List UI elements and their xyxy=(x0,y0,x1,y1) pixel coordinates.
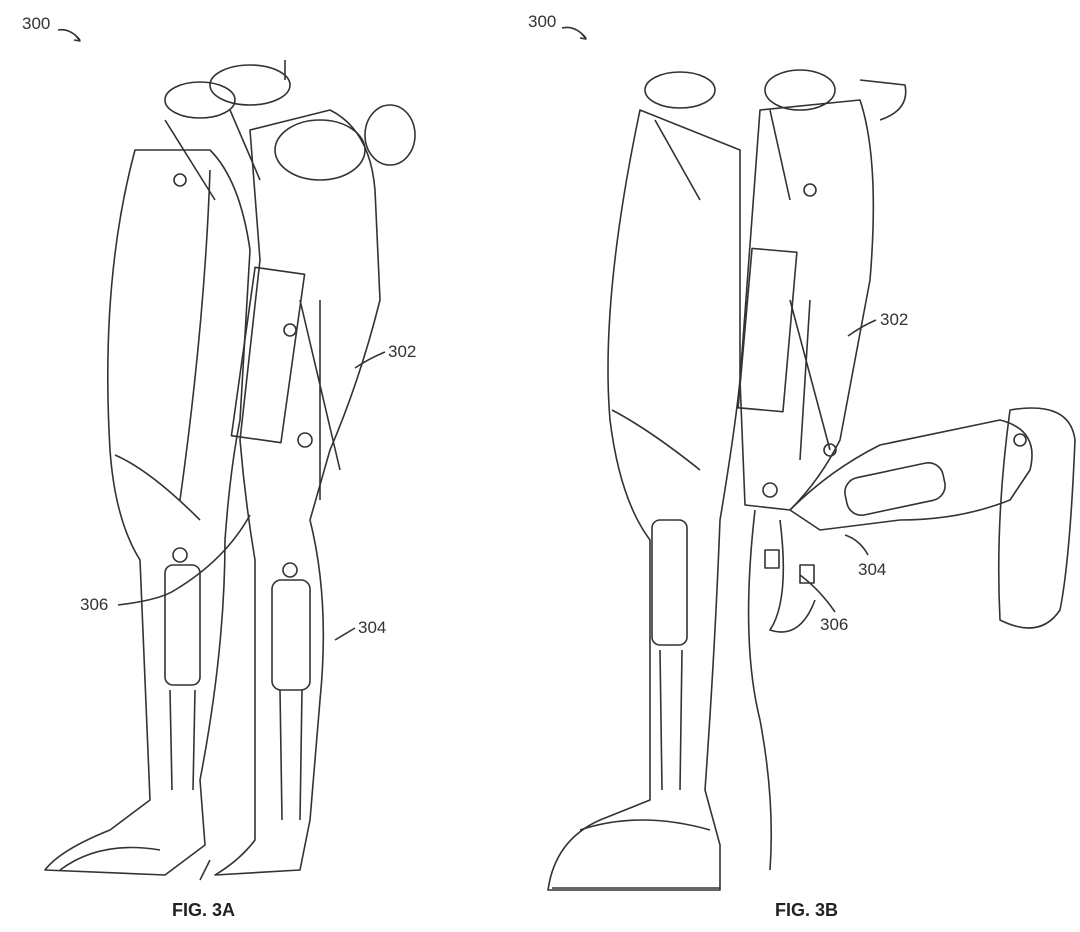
leader-302a xyxy=(354,351,386,369)
caption-fig-3a: FIG. 3A xyxy=(172,900,236,920)
cable-306b xyxy=(747,509,816,871)
rear-leg-outline xyxy=(44,149,251,876)
leader-304a xyxy=(334,627,356,641)
leader-306a xyxy=(117,514,251,606)
label-304-fig3a: 304 xyxy=(358,618,387,637)
leader-306b xyxy=(799,574,836,613)
label-306-fig3a: 306 xyxy=(80,595,109,614)
leader-304b xyxy=(844,534,869,556)
fig-3a-drawing xyxy=(44,28,416,881)
lifted-shank-outline xyxy=(789,419,1033,531)
reference-arrow-300a xyxy=(57,28,81,41)
label-304-fig3b: 304 xyxy=(858,560,887,579)
label-302-fig3b: 302 xyxy=(880,310,909,329)
caption-fig-3b: FIG. 3B xyxy=(775,900,839,920)
lifted-thigh-outline xyxy=(739,99,875,511)
front-leg-outline xyxy=(214,109,381,876)
fig-3b-drawing xyxy=(547,26,1076,891)
label-300-fig3b: 300 xyxy=(528,12,557,31)
reference-arrow-300b xyxy=(561,26,587,39)
standing-leg-outline xyxy=(547,109,741,891)
label-300-fig3a: 300 xyxy=(22,14,51,33)
leader-302b xyxy=(847,319,877,337)
lifted-foot-outline xyxy=(997,407,1076,629)
label-302-fig3a: 302 xyxy=(388,342,417,361)
label-306-fig3b: 306 xyxy=(820,615,849,634)
